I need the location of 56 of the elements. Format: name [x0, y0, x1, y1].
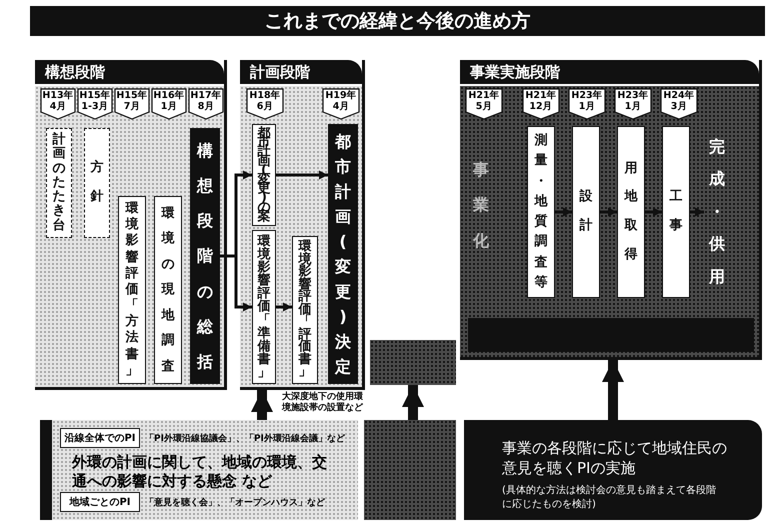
summary-box: 構想段階の総括: [190, 128, 220, 384]
process-box: 環境影響評価「評価書」: [292, 236, 318, 384]
process-box: 都市計画(変更)の案: [252, 124, 276, 226]
date-tag: H21年5月: [465, 88, 503, 120]
date-tag: H15年1-3月: [77, 88, 113, 120]
process-box: 測量・地質調査等: [527, 126, 555, 298]
arrow: [602, 360, 624, 420]
stage-panel: [35, 60, 227, 390]
pi-note: (具体的な方法は検討会の意見も踏まえて各段階に応じたものを検討): [502, 484, 717, 512]
process-box: 環境影響評価「方法書」: [118, 196, 146, 384]
pi-tag: 沿線全体でのPI: [60, 428, 140, 448]
pi-description: 外環の計画に関して、地域の環境、交通への影響に対する懸念 など: [72, 453, 328, 491]
arrow: [276, 170, 328, 180]
pi-info-panel: [464, 420, 762, 520]
stage-label: 完成・供用: [704, 126, 730, 298]
pi-heading: 事業の各段階に応じて地域住民の意見を聴くPIの実施: [502, 438, 728, 478]
pi-tag: 地域ごとのPI: [60, 492, 140, 512]
date-tag: H21年12月: [522, 88, 560, 120]
arrow: [251, 390, 273, 420]
arrow: [600, 208, 617, 216]
date-tag: H18年6月: [246, 88, 284, 120]
pi-panel: [40, 420, 358, 520]
date-tag: H15年7月: [114, 88, 150, 120]
process-box: 環境の現地調査: [154, 196, 182, 384]
process-box: 工事: [662, 126, 690, 298]
date-tag: H24年3月: [660, 88, 698, 120]
dark-box: [370, 340, 456, 385]
pi-examples: 「意見を聴く会」、「オープンハウス」など: [145, 496, 325, 509]
process-box: 設計: [572, 126, 600, 298]
date-tag: H17年8月: [188, 88, 224, 120]
pi-examples: 「PI外環沿線協議会」、「PI外環沿線会議」など: [145, 432, 345, 445]
arrow: [690, 208, 704, 216]
date-tag: H23年1月: [614, 88, 652, 120]
process-box: 用地取得: [617, 126, 645, 298]
arrow: [555, 208, 572, 216]
summary-box: 都市計画(変更)決定: [328, 124, 358, 384]
dark-box: [468, 318, 754, 352]
process-box: 方針: [84, 128, 110, 238]
date-tag: H23年1月: [568, 88, 606, 120]
arrow: [276, 302, 292, 312]
date-tag: H19年4月: [322, 88, 360, 120]
arrow: [645, 208, 662, 216]
dark-box: [364, 420, 456, 520]
date-tag: H13年4月: [40, 88, 76, 120]
stage-heading: 事業実施段階: [460, 60, 759, 84]
stage-heading: 構想段階: [35, 60, 224, 84]
stage-panel: [240, 60, 365, 390]
process-box: 計画のたたき台: [46, 128, 72, 238]
title-banner: これまでの経緯と今後の進め方: [30, 6, 765, 36]
process-box: 環境影響評価「準備書」: [252, 230, 276, 384]
date-tag: H16年1月: [151, 88, 187, 120]
arrow: [402, 385, 424, 420]
note-text: 大深度地下の使用環境施設帯の設置など: [282, 392, 364, 414]
stage-panel: [460, 60, 762, 360]
stage-heading: 計画段階: [240, 60, 362, 84]
stage-label: 事業化: [472, 159, 490, 252]
